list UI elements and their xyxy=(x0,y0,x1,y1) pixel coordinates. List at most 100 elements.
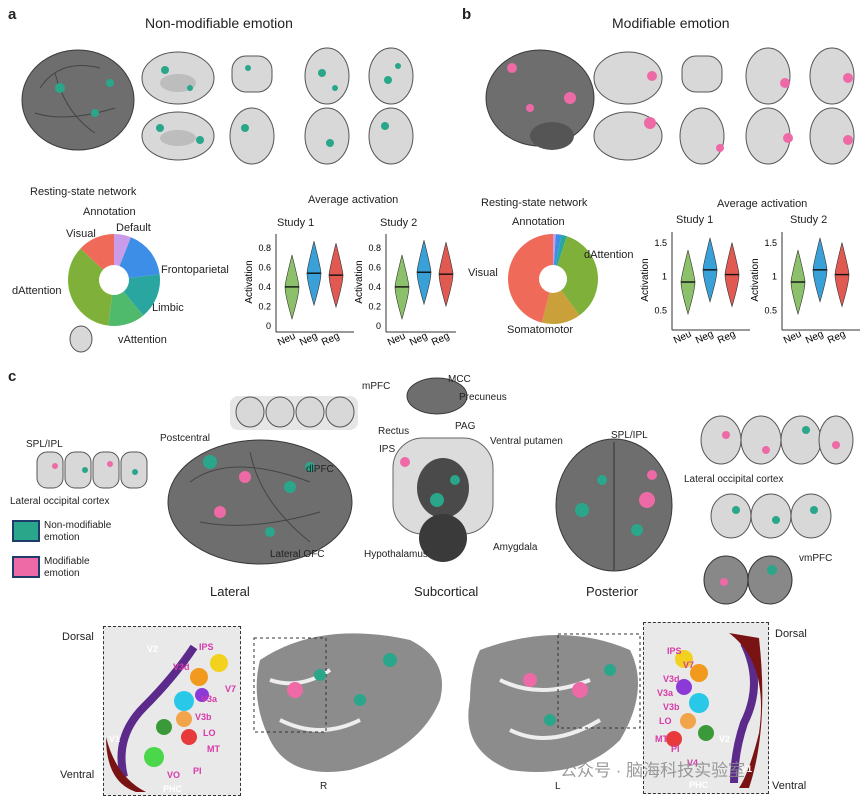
visual-area-label-v3a: V3a xyxy=(657,688,674,698)
pie-a-label-limbic: Limbic xyxy=(152,302,184,314)
visual-area-label-vo: VO xyxy=(167,770,181,780)
sagittal-slice-top-b xyxy=(593,51,663,105)
coronal-small xyxy=(231,55,273,93)
panel-a-study1: Study 1 xyxy=(277,217,315,229)
coronal-strip-left xyxy=(36,451,148,489)
panel-b-network-heading: Resting-state network xyxy=(481,197,588,209)
x-tick-label: Neu xyxy=(782,329,803,347)
panel-a-title: Non-modifiable emotion xyxy=(145,15,293,31)
y-tick-label: 1.5 xyxy=(764,238,777,248)
visual-area-label-v1: V1 xyxy=(109,734,121,744)
y-axis-label: Activation xyxy=(354,260,365,303)
pie-a-label-dattention: dAttention xyxy=(12,285,62,297)
y-tick-label: 0.5 xyxy=(764,305,777,315)
x-tick-label: Neu xyxy=(276,331,297,349)
x-tick-label: Neu xyxy=(672,329,693,347)
label-dorsal-left: Dorsal xyxy=(62,631,94,643)
x-tick-label: Neg xyxy=(408,331,429,349)
legend-label-mod: Modifiable emotion xyxy=(44,556,90,579)
label-dorsal-right: Dorsal xyxy=(775,628,807,640)
watermark: 公众号 · 脑海科技实验室 xyxy=(560,761,746,780)
axial-slices-bottom xyxy=(229,107,414,165)
axial-slices-right xyxy=(700,415,854,605)
label-lateral-ofc: Lateral OFC xyxy=(270,549,325,560)
visual-area-label-mt: MT xyxy=(655,734,668,744)
posterior-brain-render xyxy=(555,438,673,572)
legend-swatch-mod xyxy=(12,556,40,578)
label-amygdala: Amygdala xyxy=(493,542,538,553)
y-tick-label: 0.5 xyxy=(654,305,667,315)
pie-slice-visual xyxy=(507,234,553,323)
visual-area-label-v3d: V3d xyxy=(663,674,680,684)
label-ventral-right: Ventral xyxy=(772,780,807,792)
visual-area-label-v3b: V3b xyxy=(663,702,680,712)
zoom-box-right xyxy=(643,622,769,794)
y-tick-label: 1.5 xyxy=(654,238,667,248)
pie-chart-b xyxy=(507,234,598,324)
label-lateral-view: Lateral xyxy=(210,584,250,599)
label-dlpfc: dlPFC xyxy=(306,464,334,475)
pie-b-label-somatomotor: Somatomotor xyxy=(507,324,574,336)
pie-chart-a xyxy=(68,234,160,326)
brain-3d-render-b xyxy=(485,49,595,150)
panel-b-brain-renders xyxy=(485,47,855,165)
pie-a-label-vattention: vAttention xyxy=(118,334,167,346)
label-ventral-putamen: Ventral putamen xyxy=(490,436,563,447)
panel-a-annotation-heading: Annotation xyxy=(83,206,136,218)
legend-label-nonmod: Non-modifiable emotion xyxy=(44,520,112,543)
visual-area-label-ips: IPS xyxy=(199,642,214,652)
x-tick-label: Neu xyxy=(386,331,407,349)
legend-swatch-nonmod xyxy=(12,520,40,542)
y-tick-label: 0 xyxy=(266,321,271,331)
x-tick-label: Reg xyxy=(320,331,341,349)
visual-area-label-lo: LO xyxy=(203,728,216,738)
label-vmpfc: vmPFC xyxy=(799,553,833,564)
y-tick-label: 1 xyxy=(772,272,777,282)
panel-b-annotation-heading: Annotation xyxy=(512,216,565,228)
pie-a-label-frontoparietal: Frontoparietal xyxy=(161,264,229,276)
subcortical-render xyxy=(392,377,494,562)
label-ventral-left: Ventral xyxy=(60,769,95,781)
pie-slice-dattention xyxy=(553,236,598,316)
label-mcc: MCC xyxy=(448,374,471,385)
pie-a-label-default: Default xyxy=(116,222,151,234)
visual-area-label-v2: V2 xyxy=(719,734,731,744)
visual-area-label-v2: V2 xyxy=(147,644,159,654)
flatmap-cortex xyxy=(253,633,641,772)
y-tick-label: 0.2 xyxy=(368,301,381,311)
panel-a-violin-heading: Average activation xyxy=(308,194,399,206)
label-spl-ipl-right: SPL/IPL xyxy=(611,430,648,441)
pie-b-label-dattention: dAttention xyxy=(584,249,634,261)
pie-slice-dattention xyxy=(68,248,114,326)
lateral-brain-render xyxy=(167,396,358,565)
label-mpfc: mPFC xyxy=(362,381,391,392)
y-tick-label: 0.6 xyxy=(368,262,381,272)
x-tick-label: Reg xyxy=(716,329,737,347)
pie-b-label-visual: Visual xyxy=(468,267,498,279)
label-hypothalamus: Hypothalamus xyxy=(364,549,428,560)
axial-slices-top xyxy=(304,47,414,105)
panel-a-study2: Study 2 xyxy=(380,217,418,229)
label-loc-left: Lateral occipital cortex xyxy=(10,496,110,507)
y-tick-label: 0.8 xyxy=(258,243,271,253)
visual-area-label-v4: V4 xyxy=(687,758,699,768)
y-axis-label: Activation xyxy=(640,258,651,301)
panel-letter-a: a xyxy=(8,6,17,23)
sagittal-slice-top xyxy=(141,51,215,105)
sagittal-slice-bottom xyxy=(141,111,215,161)
label-posterior-view: Posterior xyxy=(586,584,639,599)
y-tick-label: 0.4 xyxy=(368,282,381,292)
visual-area-label-v3a: V3a xyxy=(201,694,218,704)
y-tick-label: 0.4 xyxy=(258,282,271,292)
label-loc-right: Lateral occipital cortex xyxy=(684,474,784,485)
label-postcentral: Postcentral xyxy=(160,433,211,444)
visual-area-label-v7: V7 xyxy=(225,684,237,694)
panel-b-study2: Study 2 xyxy=(790,214,828,226)
y-tick-label: 1 xyxy=(662,272,667,282)
y-tick-label: 0 xyxy=(376,321,381,331)
visual-area-label-v7: V7 xyxy=(683,660,695,670)
visual-areas-left xyxy=(106,644,228,792)
visual-area-label-ips: IPS xyxy=(667,646,682,656)
